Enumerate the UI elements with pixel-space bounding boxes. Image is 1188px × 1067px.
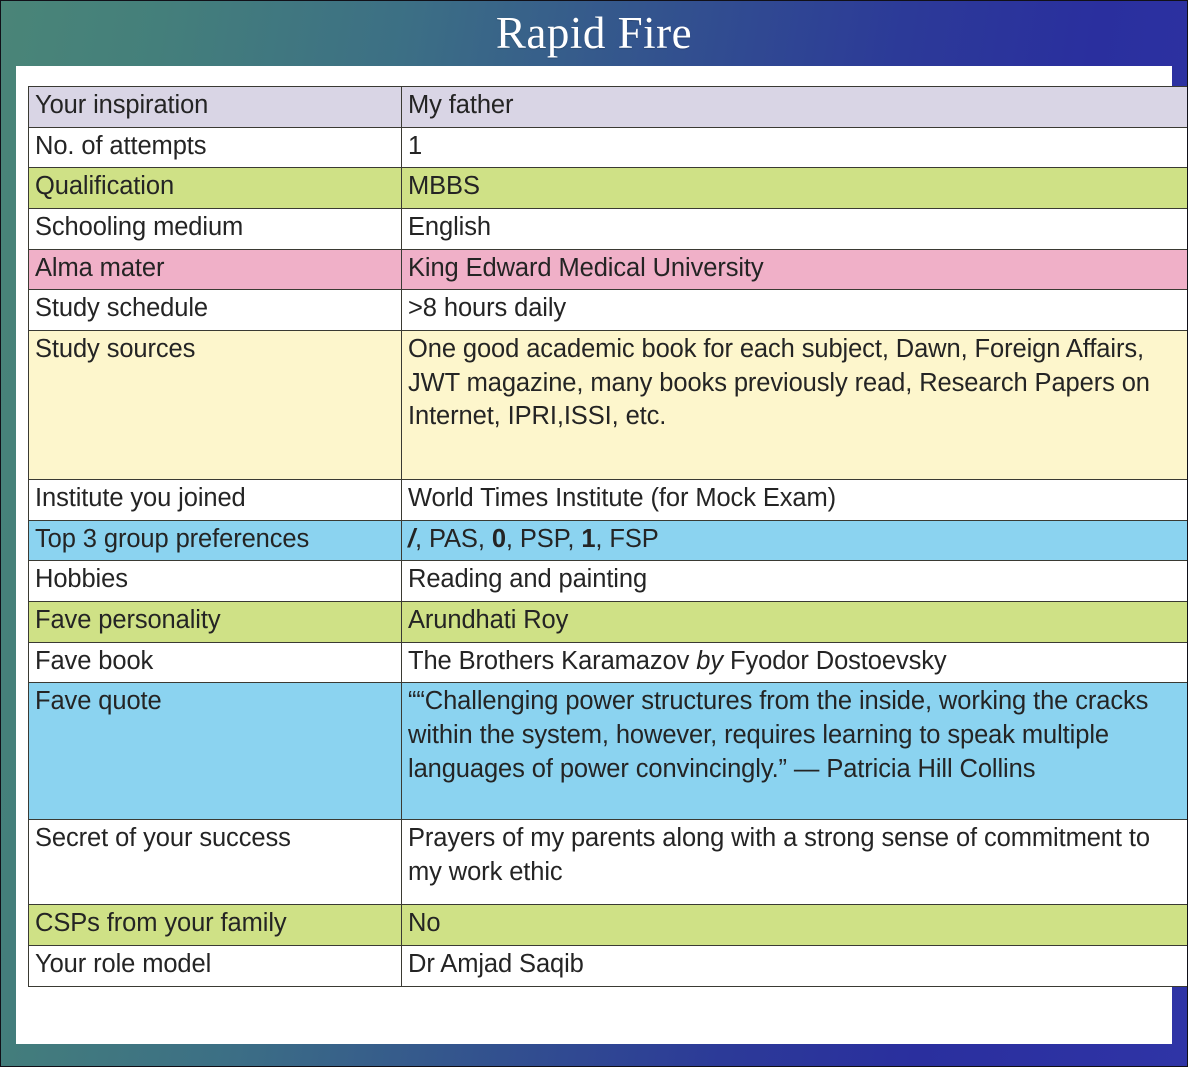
table-row: CSPs from your family No (28, 904, 1188, 946)
row-value: My father (401, 86, 1188, 128)
poster-header: Rapid Fire (0, 0, 1188, 66)
pref-psp: PSP (519, 524, 568, 553)
table-row: Schooling medium English (28, 207, 1188, 250)
table-row: Study sources One good academic book for… (28, 329, 1188, 480)
row-value: World Times Institute (for Mock Exam) (401, 478, 1188, 521)
book-by-word: by (696, 646, 723, 675)
row-label: Your inspiration (28, 86, 402, 128)
rapid-fire-table: Your inspiration My father No. of attemp… (28, 86, 1188, 987)
pref-slash: / (408, 524, 415, 553)
row-value: No (401, 904, 1188, 946)
row-label: Study sources (28, 329, 402, 480)
row-value: Arundhati Roy (401, 600, 1188, 643)
book-title: The Brothers Karamazov (408, 646, 690, 675)
row-label: Fave quote (28, 682, 402, 821)
row-label: Study schedule (28, 289, 402, 331)
row-value: One good academic book for each subject,… (401, 329, 1188, 480)
row-label: Qualification (28, 167, 402, 209)
row-value-fave-book: The Brothers Karamazov by Fyodor Dostoev… (401, 641, 1188, 684)
row-value: Dr Amjad Saqib (401, 944, 1188, 987)
book-author: Fyodor Dostoevsky (730, 646, 947, 675)
row-label: Secret of your success (28, 819, 402, 906)
row-label: Institute you joined (28, 478, 402, 521)
content-card: Your inspiration My father No. of attemp… (16, 66, 1188, 1044)
table-row: Your role model Dr Amjad Saqib (28, 944, 1188, 987)
table-row: Your inspiration My father (28, 86, 1188, 128)
table-row: Study schedule >8 hours daily (28, 289, 1188, 331)
pref-one: 1 (581, 524, 596, 553)
pref-sep-3: , (505, 524, 520, 553)
row-label: No. of attempts (28, 126, 402, 169)
pref-pas: PAS (428, 524, 478, 553)
row-label: Schooling medium (28, 207, 402, 250)
table-row: Fave personality Arundhati Roy (28, 600, 1188, 643)
pref-zero: 0 (491, 524, 506, 553)
row-value: Reading and painting (401, 560, 1188, 602)
pref-sep-1: , (415, 524, 429, 553)
pref-sep-2: , (477, 524, 492, 553)
pref-sep-4: , (567, 524, 582, 553)
row-value: >8 hours daily (401, 289, 1188, 331)
row-value-quote: ““Challenging power structures from the … (401, 682, 1188, 821)
table-row: Secret of your success Prayers of my par… (28, 819, 1188, 906)
row-label: Hobbies (28, 560, 402, 602)
row-value: Prayers of my parents along with a stron… (401, 819, 1188, 906)
row-label: Fave book (28, 641, 402, 684)
page-title: Rapid Fire (495, 7, 693, 58)
pref-sep-5: , (595, 524, 610, 553)
table-row: Top 3 group preferences /, PAS, 0, PSP, … (28, 519, 1188, 562)
row-value: King Edward Medical University (401, 248, 1188, 291)
row-label: Fave personality (28, 600, 402, 643)
row-label: Alma mater (28, 248, 402, 291)
row-label: Your role model (28, 944, 402, 987)
table-row: Fave quote ““Challenging power structure… (28, 682, 1188, 821)
row-value: MBBS (401, 167, 1188, 209)
row-value-group-preferences: /, PAS, 0, PSP, 1, FSP (401, 519, 1188, 562)
table-row: Fave book The Brothers Karamazov by Fyod… (28, 641, 1188, 684)
pref-fsp: FSP (609, 524, 659, 553)
table-row: No. of attempts 1 (28, 126, 1188, 169)
table-row: Hobbies Reading and painting (28, 560, 1188, 602)
table-row: Alma mater King Edward Medical Universit… (28, 248, 1188, 291)
table-row: Institute you joined World Times Institu… (28, 478, 1188, 521)
row-label: Top 3 group preferences (28, 519, 402, 562)
row-value: 1 (401, 126, 1188, 169)
table-row: Qualification MBBS (28, 167, 1188, 209)
row-label: CSPs from your family (28, 904, 402, 946)
row-value: English (401, 207, 1188, 250)
